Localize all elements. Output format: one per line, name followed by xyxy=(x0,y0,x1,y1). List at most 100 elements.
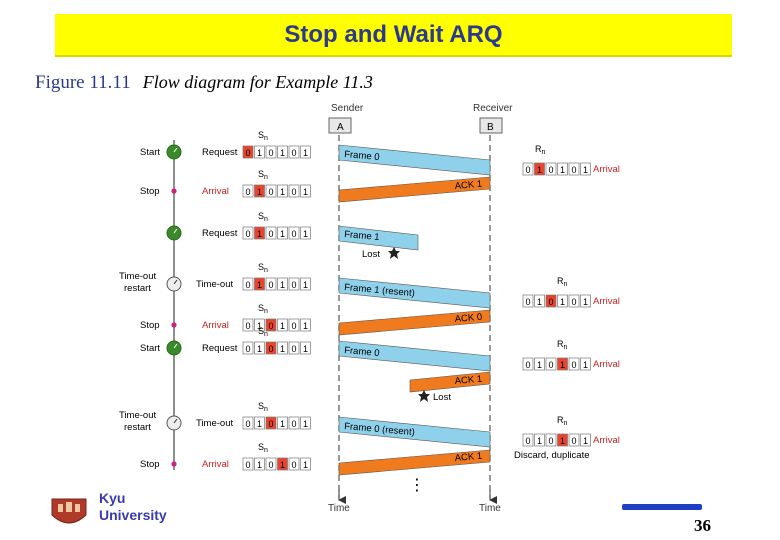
sequence-bit-cell xyxy=(254,416,265,430)
ack-1: ACK 1 xyxy=(338,176,491,203)
sequence-bit-cell xyxy=(300,341,311,355)
rn-label: Rn xyxy=(557,339,568,351)
frame-0-shape xyxy=(338,144,491,176)
ack-1-lost-marker: Lost xyxy=(418,390,451,403)
sequence-bit-cell xyxy=(265,457,277,471)
sequence-bit-cell xyxy=(254,226,265,240)
sequence-bit-cell xyxy=(580,162,591,176)
sn-subscript: n xyxy=(264,174,268,181)
frame-1-lost: Lost xyxy=(362,247,400,260)
sender-label: Sender xyxy=(331,103,364,114)
sn-label: Sn xyxy=(258,262,268,274)
sequence-bit-cell xyxy=(522,433,534,447)
sequence-bit: 1 xyxy=(280,460,285,470)
sequence-bit: 0 xyxy=(246,187,251,197)
sequence-bit-cell xyxy=(522,357,534,371)
sequence-bit: 1 xyxy=(537,360,542,370)
sender-event-label: restart xyxy=(124,422,151,433)
clock-hand xyxy=(173,279,178,285)
sequence-bit-cell xyxy=(277,341,288,355)
frame-0-resent-shape xyxy=(338,416,491,448)
sequence-bit: 1 xyxy=(280,280,285,290)
sequence-bit: 0 xyxy=(246,321,251,331)
clock-hand xyxy=(173,147,178,153)
sequence-bit: 1 xyxy=(280,229,285,239)
sequence-bit-cell xyxy=(522,162,534,176)
sequence-bit: 1 xyxy=(257,187,262,197)
sequence-bit-cell xyxy=(242,184,254,198)
sender-action-label: Request xyxy=(202,343,238,354)
lost-star-icon xyxy=(418,390,430,402)
sender-event-label: Time-out xyxy=(119,271,156,282)
ack-1-lost: ACK 1 xyxy=(409,371,491,393)
sn-subscript: n xyxy=(264,135,268,142)
sequence-bit-cell xyxy=(288,184,300,198)
sequence-bit: 0 xyxy=(246,229,251,239)
sequence-bit: 1 xyxy=(303,419,308,429)
frame-1-resent: Frame 1 (resent) xyxy=(338,277,491,309)
rn-subscript: n xyxy=(542,149,546,156)
sequence-bit-cell xyxy=(568,433,580,447)
sequence-bit-cell xyxy=(242,416,254,430)
rn-subscript: n xyxy=(564,420,568,427)
sequence-bit: 0 xyxy=(269,419,274,429)
sequence-bit-cell xyxy=(580,357,591,371)
ack-0-label: ACK 0 xyxy=(454,312,482,325)
sequence-bit-cell xyxy=(300,226,311,240)
ack-1-lost-shape xyxy=(409,371,491,393)
sender-event-label: Time-out xyxy=(119,410,156,421)
sequence-bit: 0 xyxy=(572,297,577,307)
logo-line-2: University xyxy=(99,507,167,523)
rn-label: Rn xyxy=(557,415,568,427)
sequence-bit-cell xyxy=(534,162,545,176)
sequence-bit: 0 xyxy=(292,229,297,239)
sender-action-label: Arrival xyxy=(202,186,229,197)
lost-star-icon xyxy=(388,247,400,259)
sequence-bit: 1 xyxy=(257,419,262,429)
footer-accent-bar xyxy=(622,504,702,510)
sequence-bit: 0 xyxy=(269,321,274,331)
sn-subscript: n xyxy=(264,216,268,223)
sequence-bit: 1 xyxy=(560,436,565,446)
sequence-bit-cell xyxy=(288,341,300,355)
ack-1-final: ACK 1 xyxy=(338,449,491,476)
sequence-bit-cell xyxy=(534,357,545,371)
sender-action-label: Arrival xyxy=(202,459,229,470)
sequence-bit: 1 xyxy=(303,280,308,290)
sequence-bit: 0 xyxy=(292,280,297,290)
sequence-bit: 0 xyxy=(549,360,554,370)
receiver-action-label: Arrival xyxy=(593,435,620,446)
sequence-bit: 0 xyxy=(572,165,577,175)
sequence-bit: 0 xyxy=(292,344,297,354)
sequence-bit: 1 xyxy=(280,344,285,354)
stop-marker xyxy=(171,322,177,328)
sequence-bit: 0 xyxy=(292,460,297,470)
sequence-bit: 0 xyxy=(269,229,274,239)
sender-event-label: restart xyxy=(124,283,151,294)
sequence-bit: 0 xyxy=(269,460,274,470)
sequence-bit-cell xyxy=(522,294,534,308)
sequence-bit: 1 xyxy=(303,187,308,197)
sn-label: Sn xyxy=(258,442,268,454)
frame-0-resent: Frame 0 (resent) xyxy=(338,416,491,448)
sequence-bit-cell xyxy=(242,318,254,332)
sequence-bit-cell xyxy=(568,294,580,308)
sequence-bit-cell xyxy=(265,341,277,355)
sequence-bit-cell xyxy=(288,145,300,159)
sender-event-label: Stop xyxy=(140,186,160,197)
receiver-action-label: Arrival xyxy=(593,359,620,370)
sender-box-label: A xyxy=(337,122,344,133)
sequence-bit: 1 xyxy=(537,436,542,446)
university-logo xyxy=(51,498,87,524)
sequence-bit: 1 xyxy=(560,297,565,307)
sequence-bit-cell xyxy=(545,294,557,308)
sequence-bit: 1 xyxy=(583,360,588,370)
sequence-bit: 1 xyxy=(537,165,542,175)
slide-title: Stop and Wait ARQ xyxy=(284,21,503,48)
sequence-bit: 1 xyxy=(280,148,285,158)
sequence-bit: 0 xyxy=(246,419,251,429)
sequence-bit: 1 xyxy=(257,460,262,470)
